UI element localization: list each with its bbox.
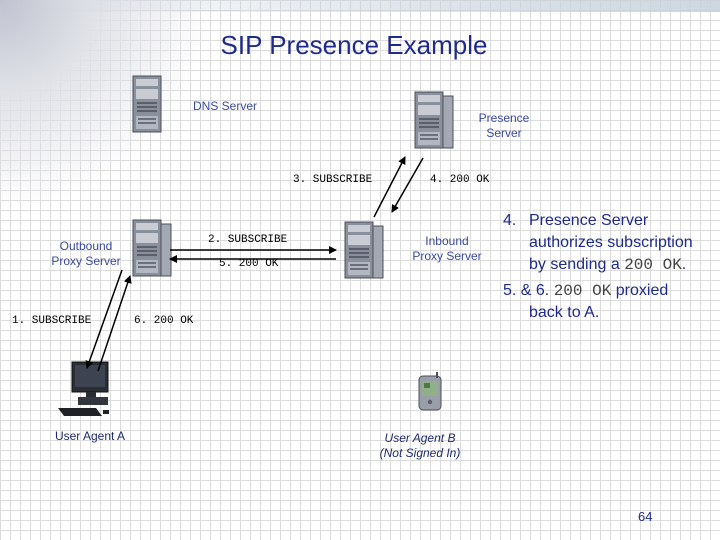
outbound-proxy-label: Outbound Proxy Server: [40, 239, 132, 269]
inbound-proxy-label-line1: Inbound: [425, 234, 469, 248]
outbound-proxy-server-icon: [132, 219, 172, 277]
outbound-proxy-label-line1: Outbound: [59, 239, 113, 253]
arrow-3-subscribe: [373, 156, 406, 218]
note-4-line2: authorizes subscription: [529, 234, 693, 251]
dns-server-icon: [132, 75, 162, 133]
inbound-proxy-server-icon: [344, 221, 384, 279]
presence-server-label-line1: Presence: [478, 111, 530, 125]
presence-server-icon: [414, 91, 454, 149]
top-band: [0, 0, 720, 12]
presence-server-label-line2: Server: [486, 126, 522, 140]
note-4-line1: Presence Server: [529, 212, 649, 229]
note-5-6: 5. & 6. 200 OK proxied back to A.: [503, 280, 718, 324]
arrow-4-200-ok: [391, 157, 424, 213]
arrow-1-subscribe: [85, 269, 123, 369]
message-4-label: 4. 200 OK: [430, 174, 490, 186]
pda-icon: [418, 372, 442, 411]
note-4-code: 200 OK: [624, 256, 682, 274]
note-4-period: .: [681, 256, 687, 273]
note-4: 4. Presence Server authorizes subscripti…: [503, 210, 718, 276]
user-agent-a-label: User Agent A: [54, 429, 126, 443]
note-5-6-line2: back to A.: [529, 304, 600, 321]
inbound-proxy-label: Inbound Proxy Server: [403, 234, 491, 264]
inbound-proxy-label-line2: Proxy Server: [412, 249, 482, 263]
note-5-6-code: 200 OK: [553, 282, 612, 300]
note-5-6-line1-text: proxied: [615, 282, 669, 299]
note-4-line3: by sending a 200 OK.: [529, 254, 718, 276]
note-4-number: 4.: [503, 212, 517, 229]
user-agent-b-label-line2: (Not Signed In): [379, 446, 461, 460]
dns-server-label: DNS Server: [192, 99, 257, 113]
note-5-6-number: 5. & 6.: [503, 282, 550, 299]
page-number: 64: [638, 509, 653, 524]
message-6-label: 6. 200 OK: [134, 315, 194, 327]
message-3-label: 3. SUBSCRIBE: [293, 174, 373, 186]
explanation-notes: 4. Presence Server authorizes subscripti…: [503, 210, 718, 324]
user-agent-b-label-line1: User Agent B: [384, 431, 456, 445]
user-agent-b-label: User Agent B (Not Signed In): [360, 431, 480, 461]
outbound-proxy-label-line2: Proxy Server: [51, 254, 121, 268]
message-2-label: 2. SUBSCRIBE: [208, 234, 288, 246]
message-5-label: 5. 200 OK: [219, 258, 279, 270]
arrow-6-200-ok: [97, 275, 132, 372]
message-1-label: 1. SUBSCRIBE: [12, 315, 92, 327]
desktop-computer-icon: [58, 361, 109, 416]
slide-title: SIP Presence Example: [220, 30, 488, 60]
note-4-line3-text: by sending a: [529, 256, 620, 273]
presence-server-label: Presence Server: [468, 111, 540, 141]
note-5-6-line1: 5. & 6. 200 OK proxied: [503, 280, 718, 302]
